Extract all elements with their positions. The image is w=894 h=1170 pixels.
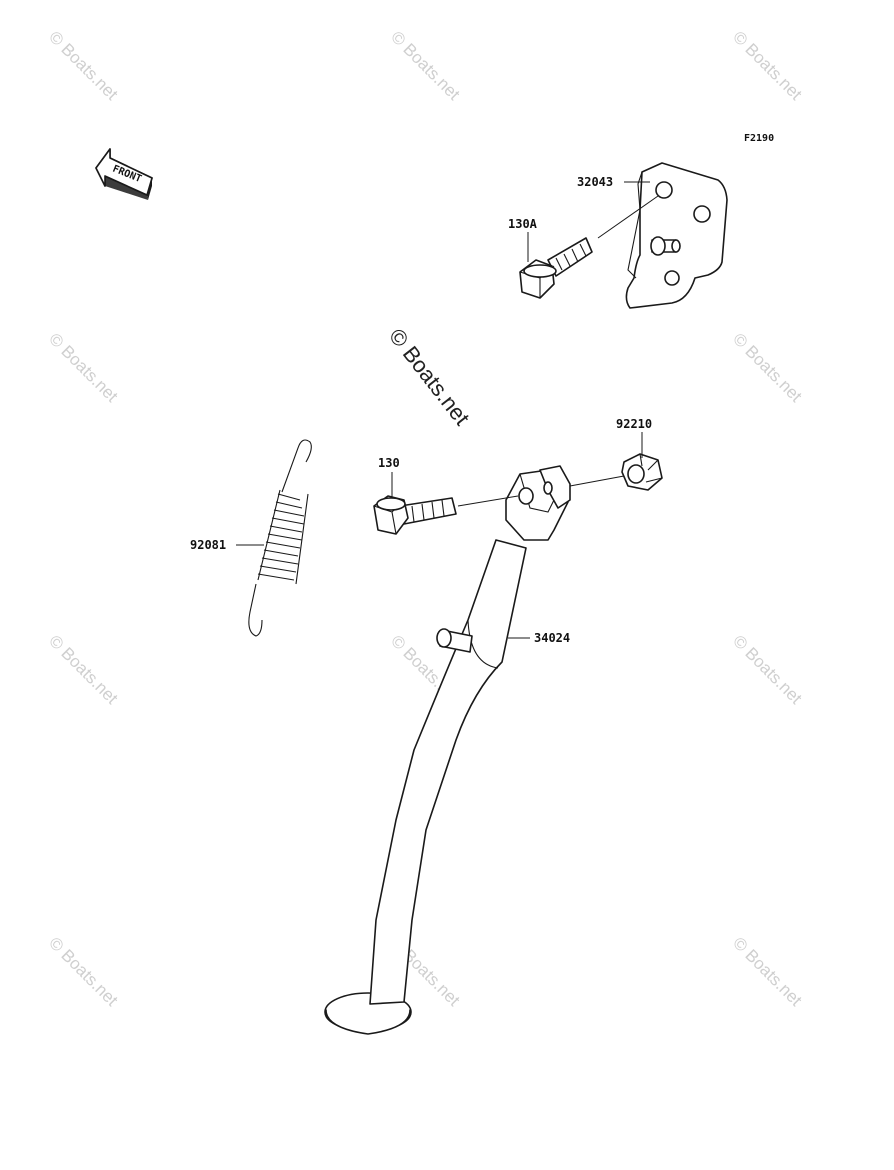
label-bracket: 32043 [577, 175, 613, 189]
bolt-130-part [373, 495, 457, 535]
watermark-9: © Boats.net [45, 933, 122, 1010]
label-nut: 92210 [616, 417, 652, 431]
bracket-part [625, 162, 728, 309]
watermark-5: © Boats.net [729, 329, 806, 406]
watermark-6: © Boats.net [45, 631, 122, 708]
watermark-4: © Boats.net [45, 329, 122, 406]
watermark-3: © Boats.net [729, 27, 806, 104]
bolt-130a-part [519, 237, 593, 299]
watermark-1: © Boats.net [45, 27, 122, 104]
spring-part [248, 439, 312, 637]
front-arrow-icon: FRONT [95, 148, 153, 200]
watermark-11: © Boats.net [729, 933, 806, 1010]
leader-lines [236, 181, 659, 639]
figure-code: F2190 [744, 133, 774, 144]
label-bolt-130a: 130A [508, 217, 538, 231]
nut-part [621, 453, 663, 491]
label-bolt-130: 130 [378, 456, 400, 470]
watermark-8: © Boats.net [729, 631, 806, 708]
watermark-center: © Boats.net [384, 324, 475, 430]
label-side-stand: 34024 [534, 631, 570, 645]
label-spring: 92081 [190, 538, 226, 552]
side-stand-part [324, 465, 571, 1035]
watermark-2: © Boats.net [387, 27, 464, 104]
